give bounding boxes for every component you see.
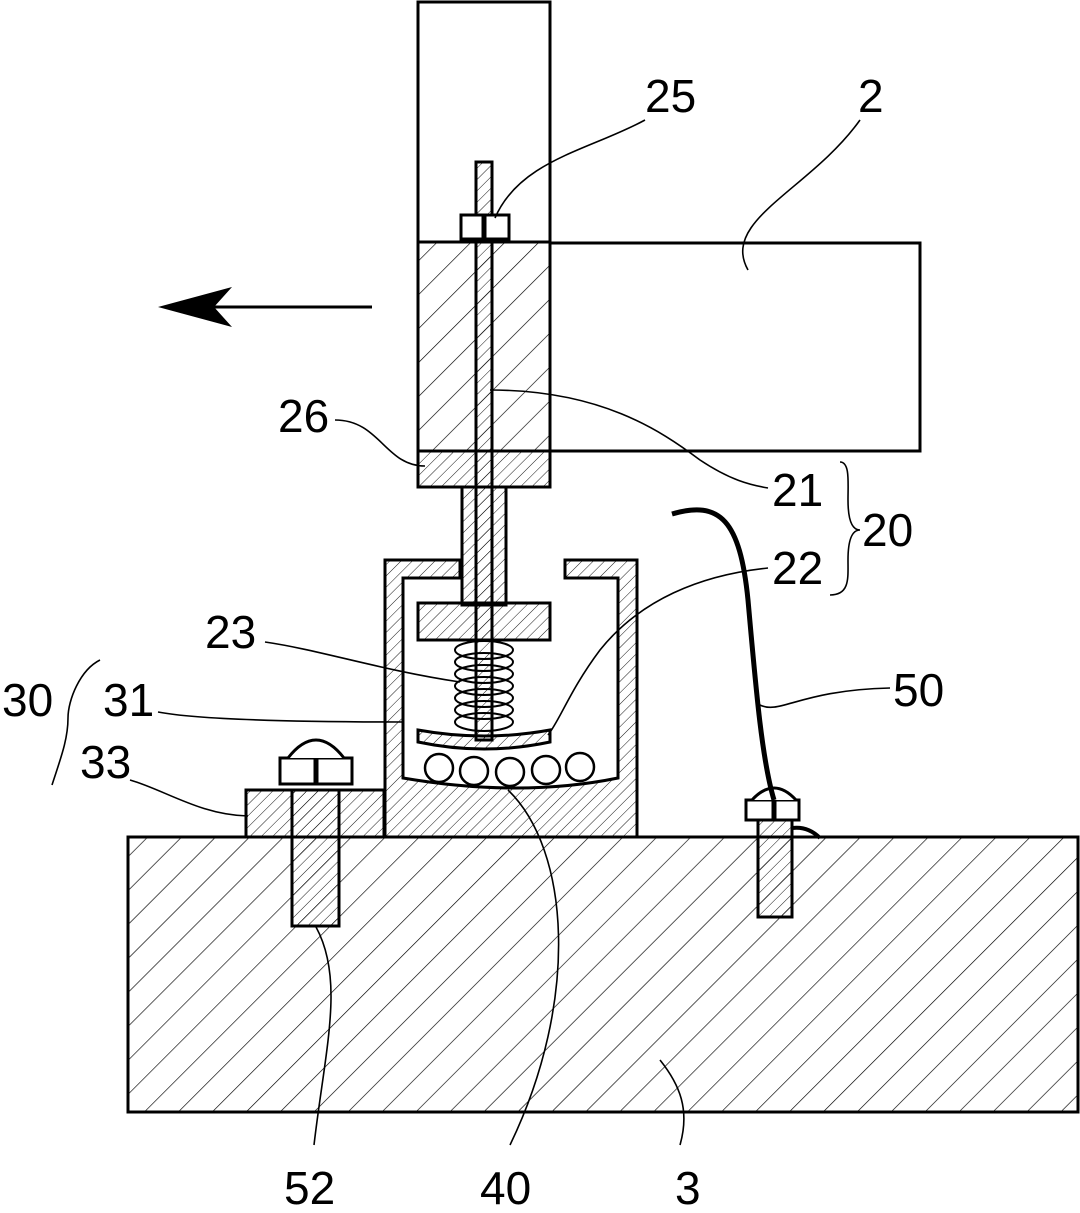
pressure-plate-22: [416, 728, 552, 751]
wire-50: [671, 507, 777, 801]
bolt-52-shank: [290, 788, 341, 928]
label-20: 20: [862, 504, 913, 556]
nut-25-left: [459, 213, 485, 241]
wire-screw-head-right: [773, 798, 801, 822]
direction-arrow: [158, 287, 372, 327]
label-25: 25: [645, 70, 696, 122]
spring-23: [454, 640, 514, 732]
label-22: 22: [772, 542, 823, 594]
leader-lines: [51, 119, 891, 1146]
reference-labels: 25 2 26 21 20 22 23 50 30 31 33 52 40 3: [2, 70, 944, 1213]
label-52: 52: [284, 1162, 335, 1213]
label-21: 21: [772, 464, 823, 516]
bolt-52-dome: [286, 738, 346, 759]
label-33: 33: [80, 736, 131, 788]
housing-31: [383, 558, 639, 839]
wire-50-end: [791, 825, 822, 840]
base-part-3: [126, 835, 1080, 1114]
arm-part-2: [548, 241, 922, 453]
label-40: 40: [480, 1162, 531, 1213]
label-2: 2: [858, 70, 884, 122]
label-31: 31: [103, 674, 154, 726]
label-30: 30: [2, 674, 53, 726]
wire-screw-shank: [756, 814, 794, 919]
wire-screw-head-left: [744, 798, 775, 822]
label-26: 26: [278, 390, 329, 442]
bolt-52-head-right: [315, 756, 354, 786]
label-23: 23: [205, 606, 256, 658]
label-50: 50: [893, 664, 944, 716]
label-3: 3: [675, 1162, 701, 1213]
bolt-52-head-left: [278, 756, 317, 786]
nut-25-right: [483, 213, 511, 241]
balls-40: [423, 751, 596, 788]
